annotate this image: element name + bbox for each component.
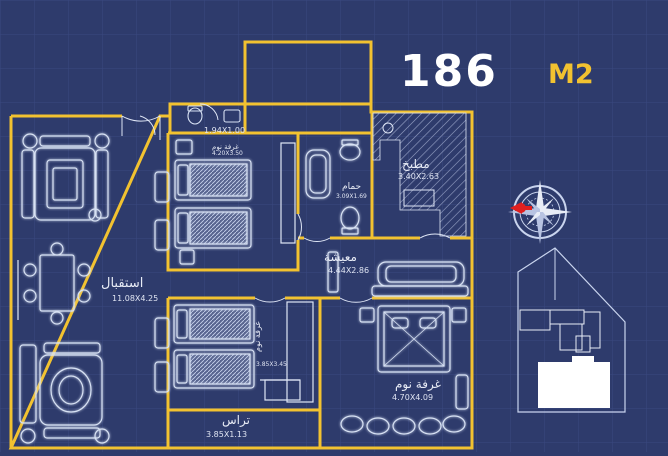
toilet-fixtures [187,105,241,125]
bedroom2-dims: 3.85X3.45 [256,361,287,368]
terrace-name: تراس [222,413,250,427]
walls [8,40,474,450]
bedroom1-name: غرفة نوم [212,143,239,151]
bedroom2-name: غرفة نوم [253,321,262,352]
key-plan [517,247,626,413]
kitchen-stove [382,122,394,134]
kitchen-counter [372,112,467,237]
key-plan-highlight [538,362,610,408]
reception-dims: 11.08X4.25 [112,294,159,303]
master-bedroom-name: غرفة نوم [395,377,441,391]
total-area-value: 186 [400,46,498,97]
terrace-dims: 3.85X1.13 [206,430,248,439]
toilet-dims: 1.94X1.00 [204,126,246,135]
master-bedroom-furniture [340,305,469,435]
door-swings [121,103,451,303]
bedroom2-furniture [154,304,255,393]
bathroom-fixtures [305,139,361,235]
bedroom1-dims: 4.20X3.50 [212,150,243,157]
reception-name: استقبال [101,276,144,291]
compass-arrow-icon [510,202,532,214]
kitchen-name: مطبخ [402,157,430,171]
inner-partitions [17,142,314,403]
kitchen-dims: 3.40X2.63 [398,172,440,181]
living-name: معيشة [324,250,357,264]
master-bedroom-dims: 4.70X4.09 [392,393,434,402]
kitchen-sink [403,189,435,207]
living-furniture [327,251,469,297]
reception-furniture [19,133,110,444]
bathroom-dims: 3.09X1.69 [336,193,367,200]
total-area-unit: M2 [548,59,594,90]
living-dims: 4.44X2.86 [328,266,370,275]
bedroom1-furniture [154,139,252,265]
bathroom-name: حمام [342,182,362,192]
